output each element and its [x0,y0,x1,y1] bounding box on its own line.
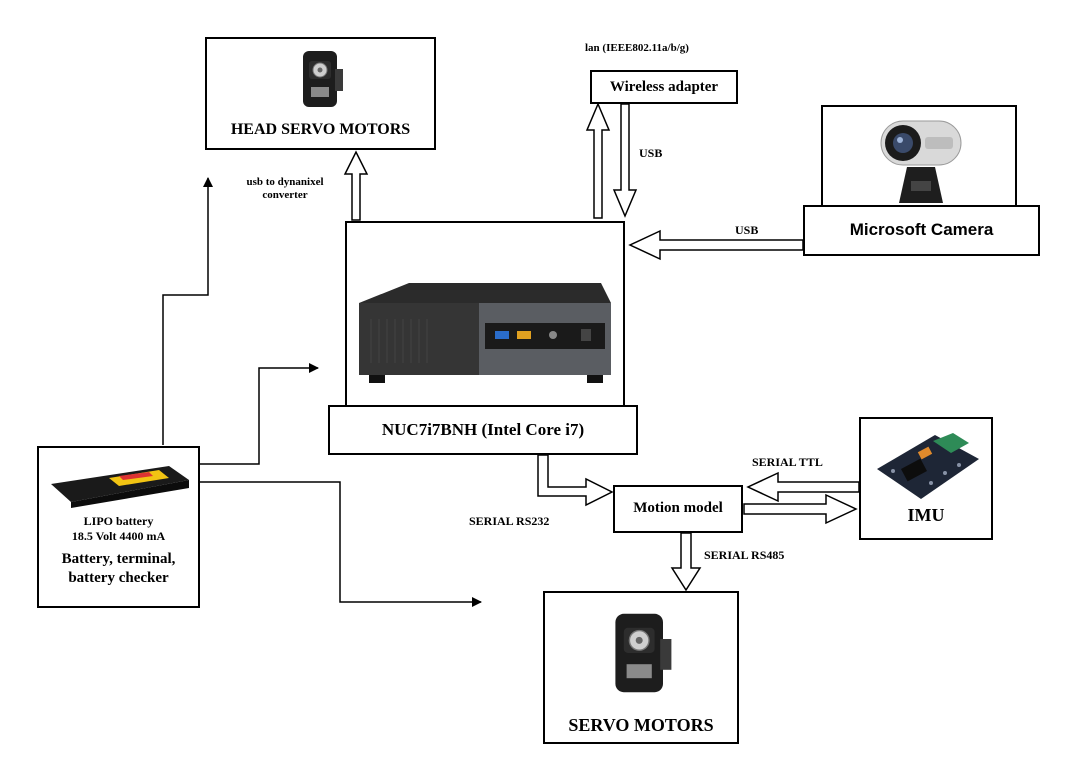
battery-to-servo-line [200,481,482,607]
webcam-icon [880,120,962,203]
usb-dynamixel-line2: converter [262,189,308,201]
servo-label: SERVO MOTORS [568,715,714,735]
battery-text: LIPO battery 18.5 Volt 4400 mA Battery, … [39,514,198,588]
battery-to-nuc-line [200,363,319,465]
imu-box: IMU [859,417,993,540]
lan-label: lan (IEEE802.11a/b/g) [585,42,689,54]
battery-line4: battery checker [68,570,169,586]
wireless-adapter-label: Wireless adapter [609,79,719,95]
servo-motor-icon [615,613,672,693]
imu-to-motion-arrow [746,471,860,503]
wireless-to-nuc-arrow [612,103,638,218]
motion-model-box: Motion model [613,485,743,533]
battery-line3: Battery, terminal, [61,551,176,567]
imu-board-icon [877,433,979,499]
motion-to-servo-arrow [670,532,702,592]
mini-pc-icon [359,283,611,383]
imu-label: IMU [907,505,945,525]
serial-rs232-label: SERIAL RS232 [469,514,550,528]
usb-wireless-label: USB [639,146,663,160]
usb-camera-label: USB [735,223,759,237]
usb-dynamixel-label: usb to dynanixel converter [230,176,340,202]
camera-box: Microsoft Camera [803,205,1040,256]
nuc-box: NUC7i7BNH (Intel Core i7) [328,405,638,455]
motion-to-imu-arrow [743,493,858,525]
battery-line2: 18.5 Volt 4400 mA [71,529,166,543]
servo-motor-icon [303,51,343,107]
camera-image-box [821,105,1017,205]
camera-label: Microsoft Camera [849,220,994,239]
nuc-image-box [345,221,625,405]
nuc-to-wireless-arrow [585,102,611,219]
battery-line1: LIPO battery [83,514,154,528]
nuc-label: NUC7i7BNH (Intel Core i7) [381,420,585,439]
usb-dynamixel-line1: usb to dynanixel [246,176,324,188]
camera-to-nuc-arrow [628,229,804,261]
lipo-battery-icon [51,466,189,508]
nuc-to-motion-arrow [537,454,614,507]
battery-to-head-line [162,177,213,445]
serial-ttl-label: SERIAL TTL [752,455,823,469]
nuc-to-head-arrow [343,150,369,221]
head-servo-label: HEAD SERVO MOTORS [230,121,411,138]
servo-box: SERVO MOTORS [543,591,739,744]
head-servo-box: HEAD SERVO MOTORS [205,37,436,150]
wireless-adapter-box: Wireless adapter [590,70,738,104]
serial-rs485-label: SERIAL RS485 [704,548,785,562]
battery-box: LIPO battery 18.5 Volt 4400 mA Battery, … [37,446,200,608]
motion-model-label: Motion model [633,500,723,516]
